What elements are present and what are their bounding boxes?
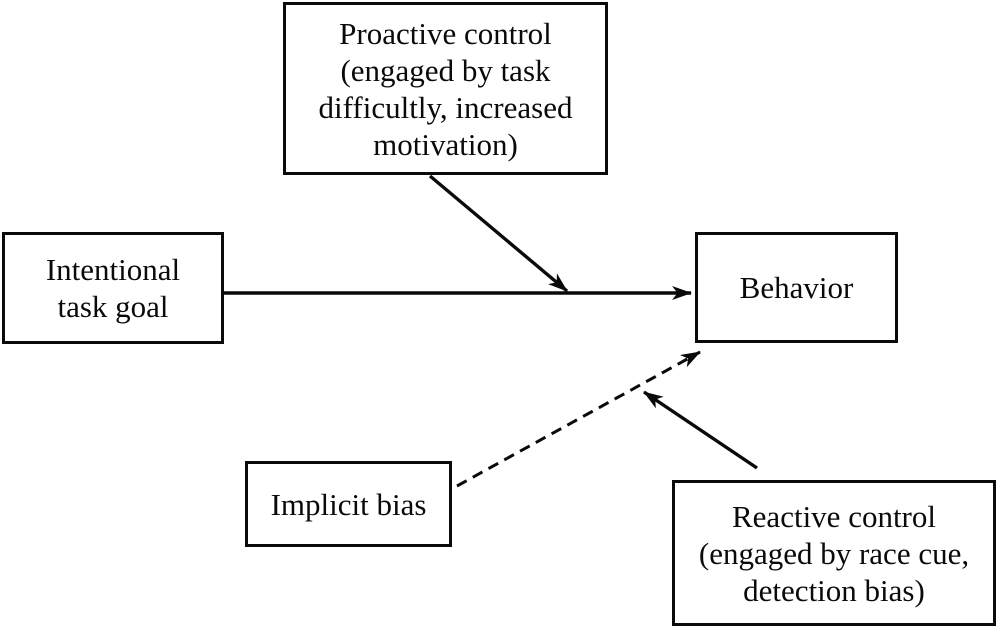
node-behavior: Behavior [695,232,898,343]
edge-reactive-to-implicit-behavior-path [643,390,758,470]
node-implicit-bias: Implicit bias [245,461,452,547]
node-reactive-control: Reactive control (engaged by race cue, d… [672,480,996,626]
edge-proactive-to-intentional-behavior-path [428,174,569,293]
edge-implicit-to-behavior [456,350,701,488]
node-intentional-task-goal: Intentional task goal [2,232,224,344]
node-proactive-control: Proactive control (engaged by task diffi… [283,2,608,175]
node-proactive-control-label: Proactive control (engaged by task diffi… [318,15,573,162]
node-intentional-task-goal-label: Intentional task goal [45,252,181,324]
node-behavior-label: Behavior [739,270,854,305]
node-reactive-control-label: Reactive control (engaged by race cue, d… [698,498,970,608]
node-implicit-bias-label: Implicit bias [270,486,427,522]
